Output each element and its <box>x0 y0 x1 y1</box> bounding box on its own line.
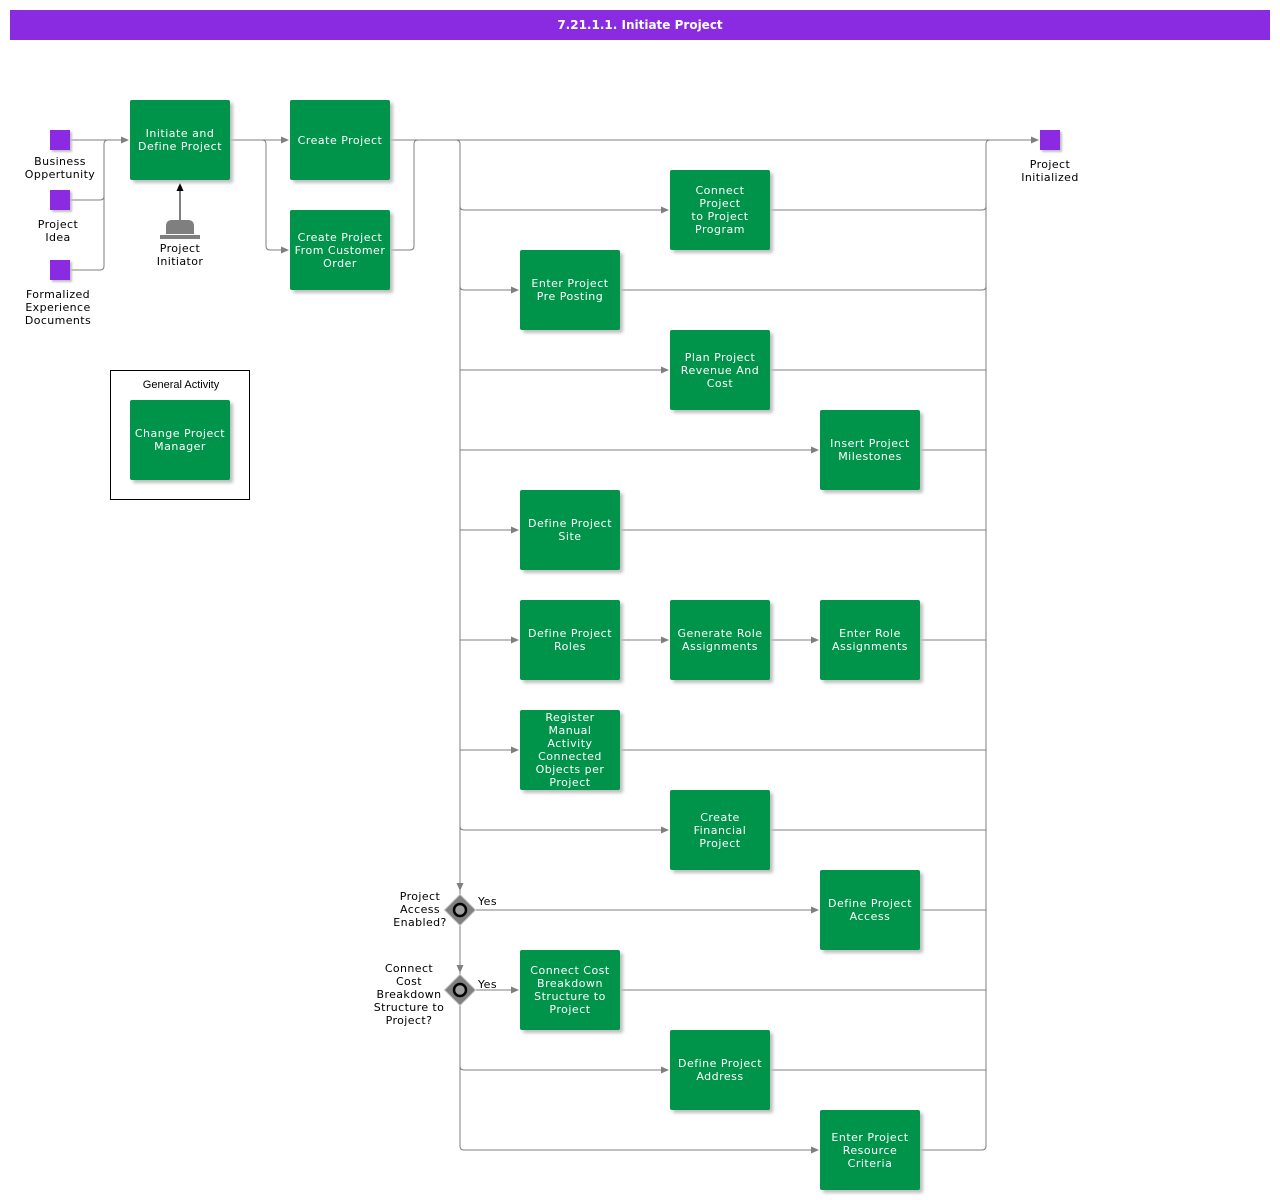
start-event-formalized-docs-label: Formalized Experience Documents <box>24 288 92 327</box>
person-role-icon <box>160 220 200 239</box>
activity-create-project[interactable]: Create Project <box>290 100 390 180</box>
activity-enter-project-resource-criteria[interactable]: Enter Project Resource Criteria <box>820 1110 920 1190</box>
activity-create-financial-project[interactable]: Create Financial Project <box>670 790 770 870</box>
activity-define-project-access[interactable]: Define Project Access <box>820 870 920 950</box>
activity-define-project-roles[interactable]: Define Project Roles <box>520 600 620 680</box>
gateway-access-question: Project Access Enabled? <box>393 890 447 929</box>
activity-define-project-site[interactable]: Define Project Site <box>520 490 620 570</box>
gateway-cbs-yes-label: Yes <box>478 978 497 991</box>
start-event-project-idea-label: Project Idea <box>37 218 79 244</box>
role-project-initiator-label: Project Initiator <box>156 242 204 268</box>
diagram-title: 7.21.1.1. Initiate Project <box>10 10 1270 40</box>
start-event-project-idea <box>50 190 70 210</box>
gateway-access-icon <box>443 893 477 927</box>
start-event-formalized-docs <box>50 260 70 280</box>
activity-define-project-address[interactable]: Define Project Address <box>670 1030 770 1110</box>
activity-connect-cost-breakdown-structure[interactable]: Connect Cost Breakdown Structure to Proj… <box>520 950 620 1030</box>
activity-enter-role-assignments[interactable]: Enter Role Assignments <box>820 600 920 680</box>
gateway-access-yes-label: Yes <box>478 895 497 908</box>
activity-enter-project-pre-posting[interactable]: Enter Project Pre Posting <box>520 250 620 330</box>
activity-insert-project-milestones[interactable]: Insert Project Milestones <box>820 410 920 490</box>
activity-change-project-manager[interactable]: Change Project Manager <box>130 400 230 480</box>
end-event-project-initialized-label: Project Initialized <box>1021 158 1079 184</box>
activity-initiate-define-project[interactable]: Initiate and Define Project <box>130 100 230 180</box>
end-event-project-initialized <box>1040 130 1060 150</box>
activity-create-project-from-customer-order[interactable]: Create Project From Customer Order <box>290 210 390 290</box>
activity-register-manual-activity[interactable]: Register Manual Activity Connected Objec… <box>520 710 620 790</box>
general-activity-title: General Activity <box>142 379 220 391</box>
activity-generate-role-assignments[interactable]: Generate Role Assignments <box>670 600 770 680</box>
start-event-business-opportunity-label: Business Oppertunity <box>24 155 96 181</box>
gateway-cbs-icon <box>443 973 477 1007</box>
start-event-business-opportunity <box>50 130 70 150</box>
gateway-cbs-question: Connect Cost Breakdown Structure to Proj… <box>373 962 445 1027</box>
activity-plan-project-revenue-cost[interactable]: Plan Project Revenue And Cost <box>670 330 770 410</box>
activity-connect-project-to-program[interactable]: Connect Project to Project Program <box>670 170 770 250</box>
